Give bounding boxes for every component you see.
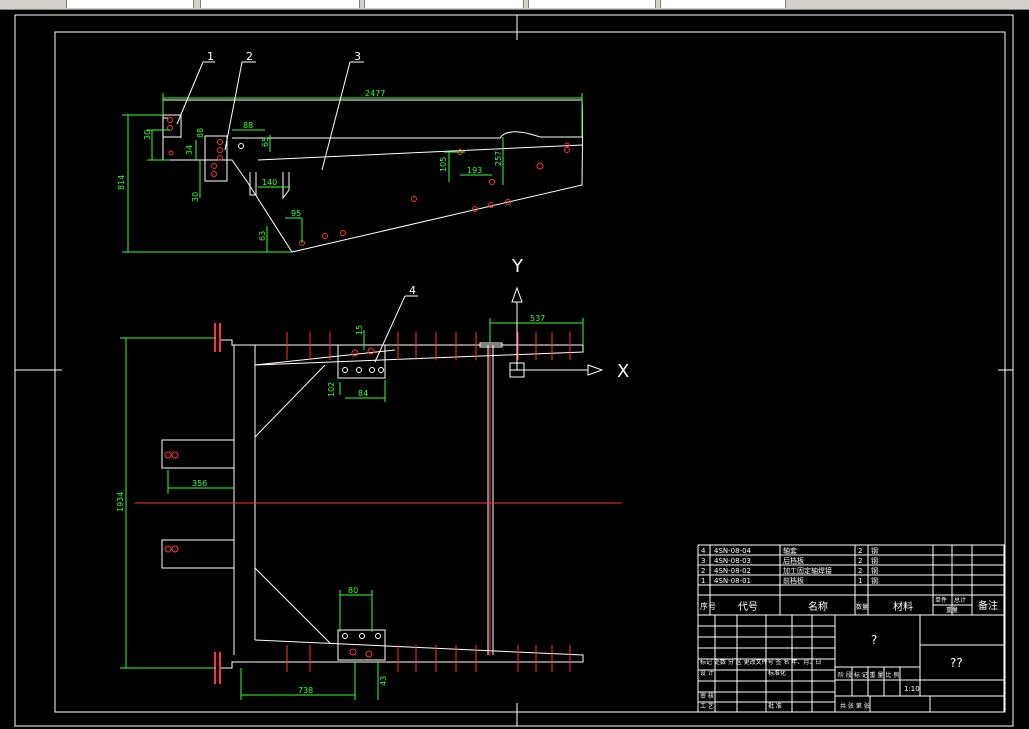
top-view-dimension-lines [122,93,583,253]
header-remark: 备注 [978,599,998,612]
balloon-2: 2 [246,50,253,63]
part-name: 加工固定轴焊接 [783,566,832,575]
dim-95: 95 [291,209,301,218]
approve-label: 批 准 [768,702,782,710]
sheet-inner-border [54,31,1006,713]
ucs-x-label: X [617,361,629,382]
dim-15: 15 [355,325,364,335]
header-total: 总计 [954,596,966,604]
header-name: 名称 [808,600,828,613]
dim-34: 34 [185,145,194,155]
dim-257: 257 [494,151,503,166]
part-name: 前档板 [783,576,804,585]
part-material: 钢 [871,556,878,565]
dim-30: 30 [143,130,152,140]
part-code: 4SN-08-03 [714,557,751,565]
dim-84: 84 [358,389,368,398]
part-code: 4SN-08-01 [714,577,751,585]
header-qty: 数量 [856,603,868,611]
dim-30-lower: 30 [191,192,200,202]
part-qty: 1 [858,577,862,585]
parts-row: 3 4SN-08-03 后档板 2 钢 [701,556,878,565]
dim-814: 814 [117,175,126,190]
part-name: 后档板 [783,556,804,565]
scale-value: 1:10 [904,685,920,693]
balloon-3: 3 [354,50,361,63]
drawing-number: ?? [950,656,963,670]
revision-row: 标记 处数 分 区 更改文件号 签 名 年、月、日 [700,658,821,666]
dim-1934: 1934 [116,492,125,512]
frame-dimension-text: 537 15 102 84 1934 356 80 738 43 [116,314,545,695]
toolbar-field[interactable] [364,0,524,8]
header-single: 单件 [935,596,947,604]
dim-356: 356 [192,479,207,488]
frame-dimension-lines [120,318,584,700]
balloon-1: 1 [207,50,214,63]
part-no: 3 [701,557,705,565]
part-no: 1 [701,577,705,585]
design-label: 设 计 [700,669,714,677]
frame-tick-marks [286,332,571,672]
header-material: 材料 [893,600,913,613]
dim-537: 537 [530,314,545,323]
part-no: 2 [701,567,705,575]
top-view-dimension-text: 2477 30 34 88 88 65 814 30 140 105 193 2… [117,89,503,241]
frame-view [161,339,584,669]
parts-row: 2 4SN-08-02 加工固定轴焊接 2 钢 [701,566,878,575]
top-view-plate [162,99,583,253]
toolbar [0,0,1029,10]
leader-lines [176,61,418,363]
header-no: 序号 [700,601,716,611]
toolbar-field[interactable] [528,0,656,8]
ucs-axis-icon [509,286,604,378]
dim-105: 105 [439,157,448,172]
part-qty: 2 [858,547,862,555]
frame-holes [164,347,384,658]
dim-88-top: 88 [243,121,253,130]
header-code: 代号 [738,601,758,613]
parts-row: 4 4SN-08-04 轴套 2 钢 [701,546,878,555]
dim-102: 102 [327,382,336,397]
dim-140: 140 [262,178,277,187]
craft-label: 工 艺 [700,702,714,710]
toolbar-field[interactable] [66,0,194,8]
part-material: 钢 [871,576,878,585]
frame-centerlines [135,345,622,655]
revision-block: 标记 处数 分 区 更改文件号 签 名 年、月、日 设 计 标准化 审 核 工 … [700,658,899,710]
stage-row: 阶 段 标 记 重 量 比 例 [838,671,899,679]
header-weight: 重量 [946,606,958,614]
part-material: 钢 [871,566,878,575]
balloon-4: 4 [409,284,416,297]
ucs-y-label: Y [511,256,524,277]
part-name: 轴套 [783,546,797,555]
parts-row: 1 4SN-08-01 前档板 1 钢 [701,576,878,585]
dim-88: 88 [196,128,205,138]
part-no: 4 [701,547,706,555]
dim-193: 193 [467,166,482,175]
drawing-name: ? [871,633,877,647]
cad-drawing-canvas[interactable]: 2477 30 34 88 88 65 814 30 140 105 193 2… [0,9,1029,729]
dim-63: 63 [258,231,267,241]
title-block-grid [697,544,1005,713]
review-label: 审 核 [700,692,714,700]
part-code: 4SN-08-04 [714,547,752,555]
dim-43: 43 [379,676,388,686]
dim-2477: 2477 [365,89,385,98]
parts-list: 4 4SN-08-04 轴套 2 钢 3 4SN-08-03 后档板 2 钢 2… [701,546,878,585]
centering-marks [15,15,1013,726]
part-code: 4SN-08-02 [714,567,751,575]
parts-list-header: 序号 代号 名称 数量 材料 单件 总计 重量 备注 [700,596,998,614]
dim-65: 65 [261,137,270,147]
dim-738: 738 [298,686,313,695]
dim-80: 80 [348,586,358,595]
part-qty: 2 [858,567,862,575]
toolbar-field[interactable] [660,0,786,8]
sheets-label: 共 张 第 张 [840,702,870,710]
part-material: 钢 [871,546,878,555]
balloon-labels: 1 2 3 4 [207,50,416,297]
standard-label: 标准化 [768,669,786,677]
toolbar-field[interactable] [200,0,360,8]
part-qty: 2 [858,557,862,565]
